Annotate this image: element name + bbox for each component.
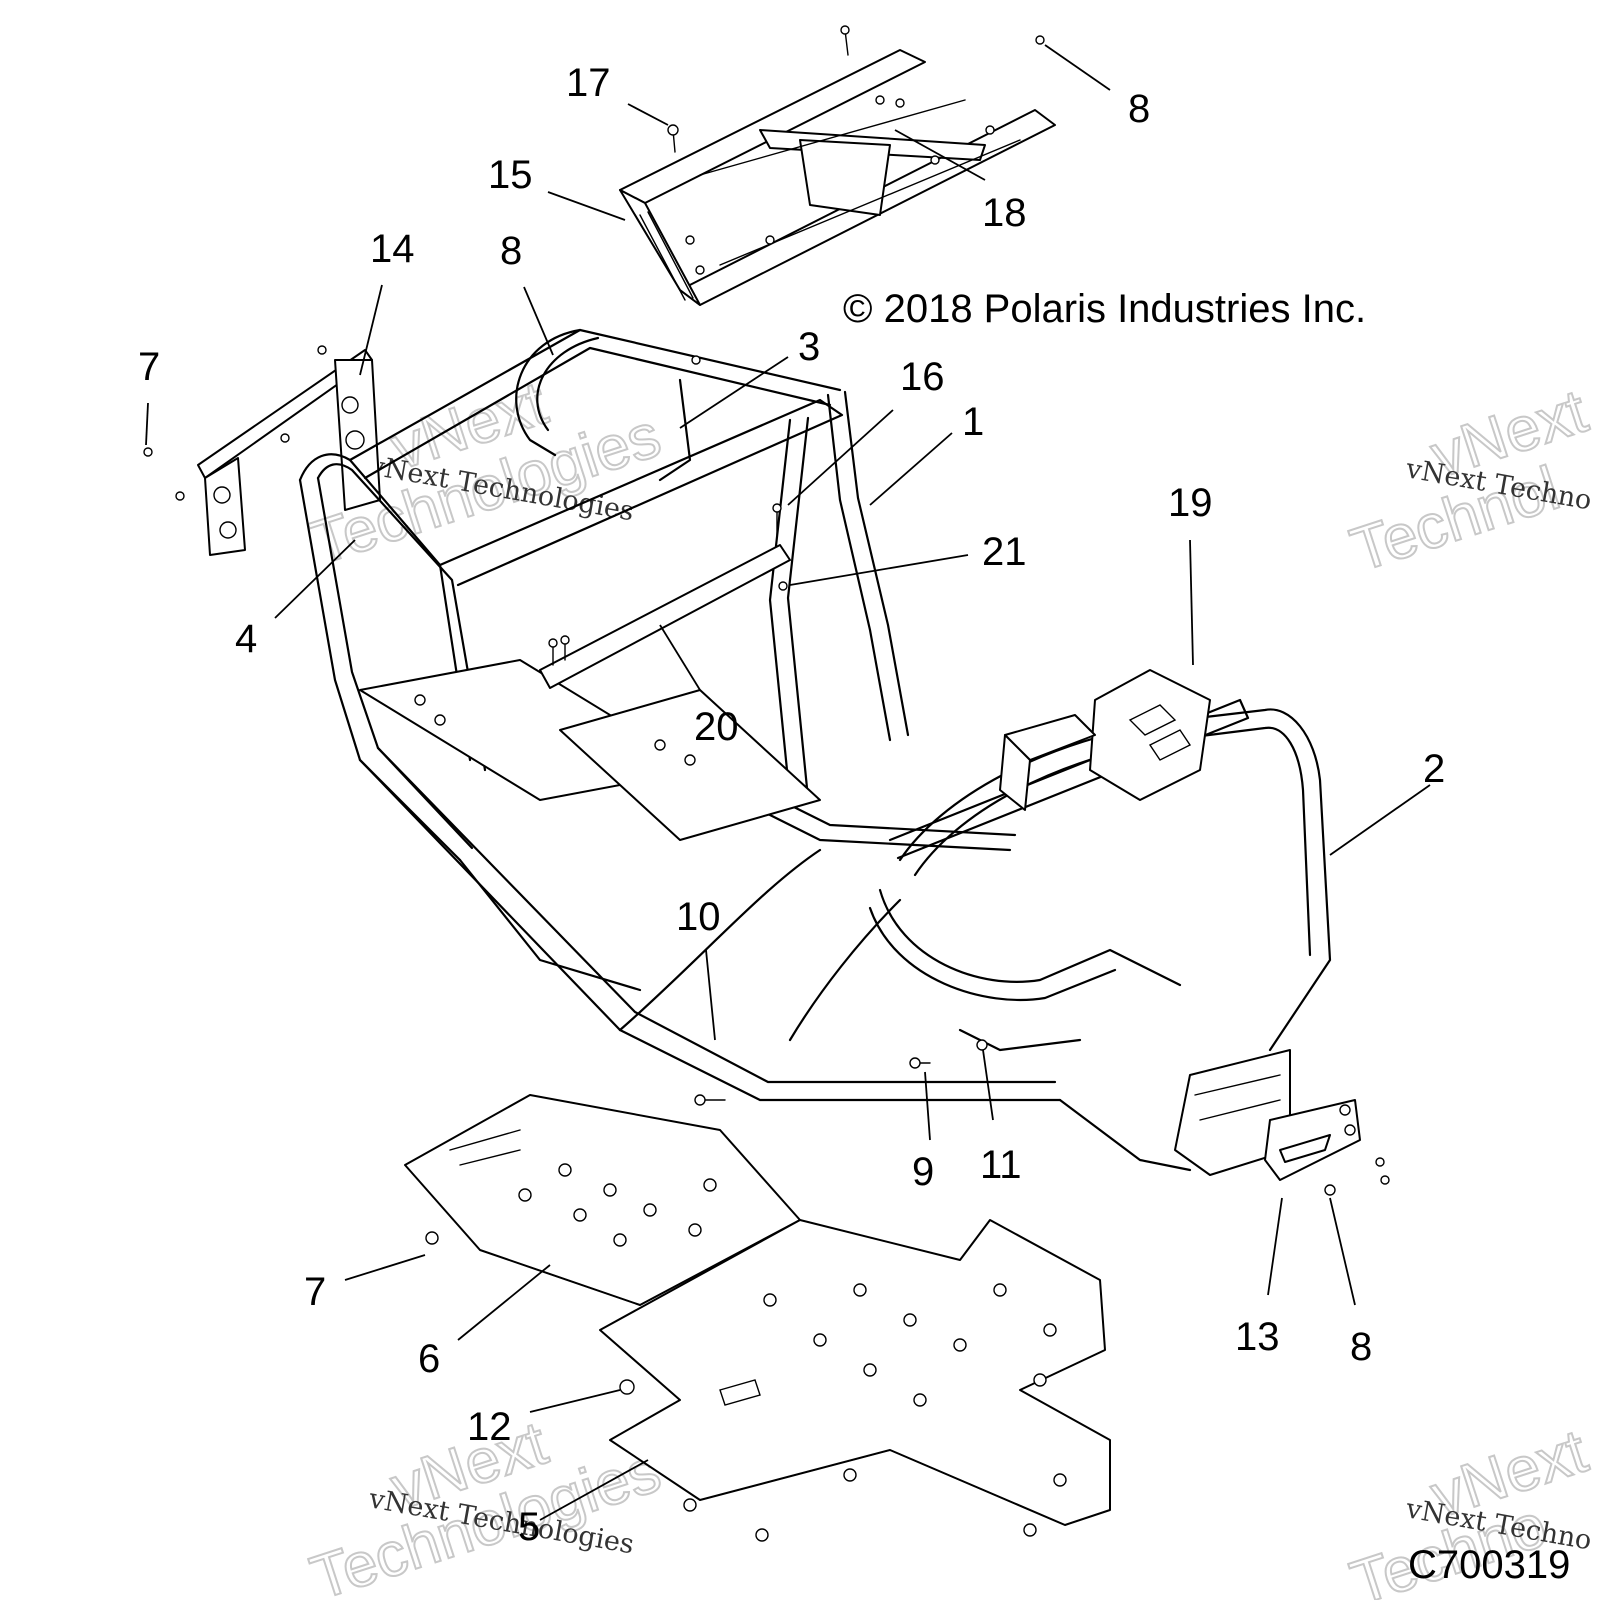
bolt-icon <box>691 355 701 365</box>
bolt-icon <box>685 235 695 245</box>
main-frame <box>298 328 1332 1176</box>
figure-id: C700319 <box>1408 1543 1570 1587</box>
copyright-notice: © 2018 Polaris Industries Inc. <box>843 287 1366 331</box>
callout-20: 20 <box>694 705 739 749</box>
callout-18: 18 <box>982 191 1027 235</box>
bolt-icon <box>1033 1373 1047 1387</box>
bolt-icon <box>755 1528 769 1542</box>
callout-8-top-right: 8 <box>1128 87 1150 131</box>
front-skid-plate <box>599 1219 1111 1542</box>
bolt-icon <box>1023 1523 1037 1537</box>
bolt-icon <box>1380 1175 1390 1185</box>
bolt-icon <box>667 124 679 153</box>
bolt-icon <box>619 1379 635 1395</box>
bolt-icon <box>1035 35 1045 45</box>
callout-8-bottom: 8 <box>1350 1325 1372 1369</box>
watermark-right-top: vNext Technol vNext Techno <box>1342 376 1596 587</box>
callout-4: 4 <box>235 617 257 661</box>
bolt-icon <box>840 25 850 56</box>
callout-10: 10 <box>676 895 721 939</box>
bolt-icon <box>778 581 788 591</box>
bolt-icon <box>1375 1157 1385 1167</box>
callout-13: 13 <box>1235 1315 1280 1359</box>
bolt-icon <box>143 447 153 457</box>
bolt-icon <box>909 1057 931 1069</box>
callouts: 17 8 15 18 14 8 7 3 16 1 19 21 4 20 2 10… <box>138 61 1445 1549</box>
callout-15: 15 <box>488 153 533 197</box>
bolt-icon <box>694 1094 726 1106</box>
callout-5: 5 <box>518 1505 540 1549</box>
bolt-icon <box>1324 1184 1336 1196</box>
callout-9: 9 <box>912 1150 934 1194</box>
callout-16: 16 <box>900 355 945 399</box>
callout-7-top: 7 <box>138 345 160 389</box>
callout-1: 1 <box>962 400 984 444</box>
callout-11: 11 <box>980 1143 1022 1187</box>
bolt-icon <box>560 635 570 661</box>
callout-17: 17 <box>566 61 611 105</box>
bolt-icon <box>280 433 290 443</box>
callout-19: 19 <box>1168 481 1213 525</box>
bolt-icon <box>317 345 327 355</box>
callout-12: 12 <box>467 1405 512 1449</box>
callout-21: 21 <box>982 530 1027 574</box>
frame-hardware <box>548 355 988 1106</box>
callout-3: 3 <box>798 325 820 369</box>
leader-lines <box>145 44 1431 1521</box>
bolt-icon <box>548 638 558 666</box>
callout-14: 14 <box>370 227 415 271</box>
front-bracket-plate <box>1264 1099 1390 1196</box>
bolt-icon <box>175 491 185 501</box>
callout-2: 2 <box>1423 747 1445 791</box>
bolt-icon <box>425 1231 439 1245</box>
callout-7-bottom: 7 <box>304 1270 326 1314</box>
rear-skid-plate <box>404 1094 801 1306</box>
callout-6: 6 <box>418 1337 440 1381</box>
bolt-icon <box>683 1498 697 1512</box>
bolt-icon <box>843 1468 857 1482</box>
rear-bulkhead-plate <box>143 345 381 556</box>
rear-cargo-frame <box>619 25 1056 306</box>
bolt-icon <box>772 503 782 536</box>
callout-8-middle: 8 <box>500 229 522 273</box>
bolt-icon <box>976 1039 988 1051</box>
